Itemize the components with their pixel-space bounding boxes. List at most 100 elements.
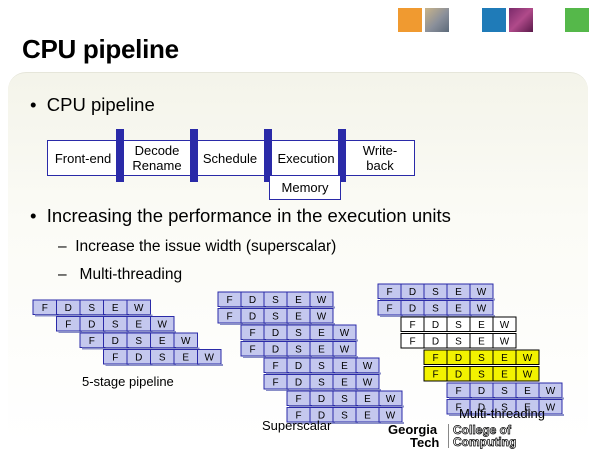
- pipeline-cell-shadow: [381, 422, 404, 424]
- pipeline-cell-shadow: [35, 314, 59, 317]
- pipeline-cell-shadow: [495, 414, 518, 416]
- pipeline-cell-letter: F: [272, 377, 278, 388]
- pipeline-cell-letter: W: [158, 319, 168, 330]
- pipeline-cell-shadow: [541, 414, 564, 416]
- stage-schedule: Schedule: [202, 150, 258, 166]
- pipeline-cell-shadow: [220, 323, 243, 325]
- pipeline-cell-shadow: [449, 397, 472, 400]
- pipeline-cell-shadow: [105, 364, 129, 366]
- pipeline-cell-letter: W: [546, 386, 556, 397]
- pipeline-cell-letter: S: [295, 328, 302, 339]
- pipeline-cell-letter: E: [295, 311, 302, 322]
- pipeline-cell: [492, 333, 517, 349]
- pipeline-cell-shadow: [449, 315, 472, 317]
- pipeline-cell-shadow: [289, 356, 312, 358]
- pipeline-cell-letter: W: [500, 336, 510, 347]
- pipeline-cell-letter: F: [112, 352, 118, 363]
- pipeline-cell-letter: E: [364, 394, 371, 405]
- pipeline-cell-letter: F: [455, 386, 461, 397]
- pipeline-cell-letter: W: [477, 303, 487, 314]
- pipeline-cell-shadow: [243, 356, 266, 358]
- pipeline-cell-shadow: [266, 389, 289, 391]
- stage-memory: Memory: [269, 176, 341, 200]
- pipeline-cell-shadow: [289, 372, 312, 375]
- pipeline-cell-letter: E: [135, 319, 142, 330]
- pipeline-cell-letter: S: [432, 287, 439, 298]
- pipeline-cell-letter: F: [295, 410, 301, 421]
- pipeline-cell-letter: D: [272, 328, 279, 339]
- pipeline-cell-shadow: [541, 397, 564, 400]
- bullet-dot: •: [30, 94, 47, 115]
- caption-five-stage: 5-stage pipeline: [82, 374, 174, 389]
- pipeline-cell-letter: D: [478, 386, 485, 397]
- pipeline-cell-letter: F: [226, 295, 232, 306]
- pipeline-cell-letter: E: [341, 361, 348, 372]
- pipeline-cell-letter: S: [455, 320, 462, 331]
- pipeline-cell-shadow: [358, 422, 381, 424]
- pipeline-cell-letter: S: [341, 394, 348, 405]
- pipeline-cell-shadow: [335, 339, 358, 342]
- pipeline-cell-shadow: [266, 372, 289, 375]
- pipeline-cell-letter: F: [272, 361, 278, 372]
- pipeline-cell-letter: F: [226, 311, 232, 322]
- pipeline-cell-letter: E: [318, 344, 325, 355]
- pipeline-cell-letter: D: [318, 394, 325, 405]
- pipeline-cell-letter: S: [478, 369, 485, 380]
- pipeline-cell-letter: F: [432, 353, 438, 364]
- pipeline-cell-letter: S: [501, 402, 508, 413]
- pipeline-cell-shadow: [312, 356, 335, 358]
- pipeline-cell-letter: W: [317, 295, 327, 306]
- pipeline-cell-shadow: [312, 306, 335, 309]
- pipeline-cell-shadow: [381, 405, 404, 408]
- page-title: CPU pipeline: [22, 34, 179, 64]
- pipeline-cell-shadow: [82, 314, 106, 317]
- pipeline-cell-letter: F: [295, 394, 301, 405]
- pipeline-cell-shadow: [58, 331, 82, 333]
- pipeline-cell-letter: E: [501, 353, 508, 364]
- pipeline-cell-letter: D: [112, 336, 119, 347]
- bullet-increasing-performance: • Increasing the performance in the exec…: [30, 205, 451, 226]
- caption-superscalar: Superscalar: [262, 418, 332, 433]
- pipeline-cell-letter: W: [386, 410, 396, 421]
- pipeline-cell-shadow: [289, 405, 312, 408]
- pipeline-cell-shadow: [312, 372, 335, 375]
- pipeline-cell-shadow: [289, 422, 312, 424]
- pipeline-cell-letter: S: [341, 410, 348, 421]
- pipeline-cell-shadow: [472, 397, 495, 400]
- pipeline-cell-shadow: [129, 347, 153, 350]
- pipeline-cell-shadow: [449, 414, 472, 416]
- pipeline-cell-letter: W: [363, 377, 373, 388]
- pipeline-cell-shadow: [358, 389, 381, 391]
- pipeline-cell-shadow: [426, 315, 449, 317]
- pipeline-cell-letter: F: [455, 402, 461, 413]
- pipeline-cell-letter: D: [455, 369, 462, 380]
- pipeline-cell-letter: S: [432, 303, 439, 314]
- pipeline-cell-letter: S: [501, 386, 508, 397]
- pipeline-latch: [264, 129, 272, 182]
- pipeline-cell-shadow: [266, 356, 289, 358]
- pipeline-cell-shadow: [495, 397, 518, 400]
- pipeline-cell-shadow: [312, 339, 335, 342]
- pipeline-cell-letter: F: [386, 303, 392, 314]
- pipeline-latch: [190, 129, 198, 182]
- pipeline-cell: [515, 366, 540, 382]
- pipeline-cell-shadow: [335, 372, 358, 375]
- pipeline-cell-shadow: [312, 405, 335, 408]
- pipeline-cell-letter: S: [478, 353, 485, 364]
- pipeline-cell-shadow: [358, 405, 381, 408]
- pipeline-cell-letter: E: [112, 303, 119, 314]
- pipeline-cell-letter: E: [524, 402, 531, 413]
- pipeline-cell: [515, 349, 540, 365]
- pipeline-cell-letter: S: [88, 303, 95, 314]
- pipeline-cell-letter: W: [134, 303, 144, 314]
- pipeline-cell-letter: F: [249, 328, 255, 339]
- stage-frontend: Front-end: [54, 150, 112, 166]
- pipeline-cell-shadow: [129, 331, 153, 333]
- pipeline-cell-shadow: [105, 331, 129, 333]
- stage-writeback: Write-back: [362, 143, 398, 173]
- pipeline-cell-shadow: [289, 306, 312, 309]
- pipeline-cell-shadow: [243, 306, 266, 309]
- pipeline-cell-shadow: [220, 306, 243, 309]
